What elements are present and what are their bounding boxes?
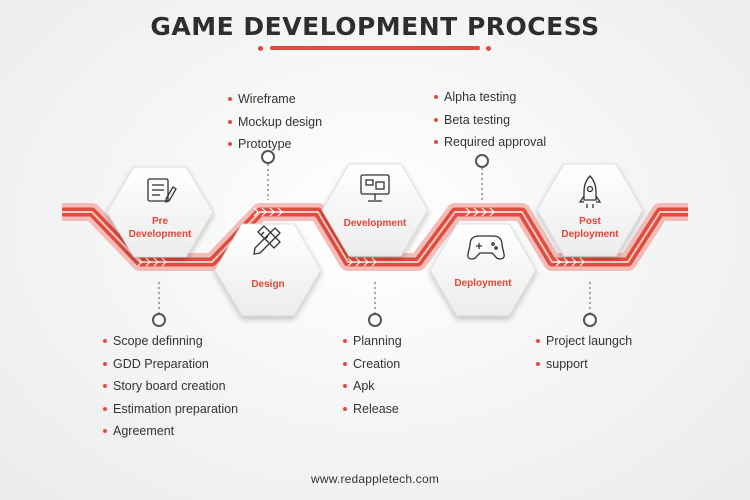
list-item: Scope definning bbox=[103, 330, 238, 353]
process-path bbox=[62, 203, 688, 271]
list-item: Mockup design bbox=[228, 111, 322, 134]
development-tasks: Planning Creation Apk Release bbox=[343, 330, 402, 420]
title-underline bbox=[270, 46, 480, 50]
pre-development-tasks: Scope definning GDD Preparation Story bo… bbox=[103, 330, 238, 443]
stage-label-development: Development bbox=[330, 217, 420, 230]
stage-label-deployment: Deployment bbox=[438, 277, 528, 290]
title-underline-dot-right bbox=[486, 46, 491, 51]
list-item: support bbox=[536, 353, 632, 376]
path-arrows-2 bbox=[253, 207, 283, 217]
list-item: Release bbox=[343, 398, 402, 421]
path-arrows-4 bbox=[465, 207, 495, 217]
list-item: Wireframe bbox=[228, 88, 322, 111]
stage-label-post-deployment: Post Deployment bbox=[545, 215, 635, 241]
page-title: GAME DEVELOPMENT PROCESS bbox=[150, 12, 600, 41]
stage-label-line: Deployment bbox=[561, 229, 619, 240]
stage-label-line: Deployment bbox=[454, 278, 512, 289]
list-item: Planning bbox=[343, 330, 402, 353]
title-underline-dot-left bbox=[258, 46, 263, 51]
deployment-tasks: Alpha testing Beta testing Required appr… bbox=[434, 86, 546, 154]
pencil-ruler-icon bbox=[253, 225, 281, 255]
list-item: Creation bbox=[343, 353, 402, 376]
hexagon-pre-development bbox=[106, 166, 214, 258]
stage-label-design: Design bbox=[223, 278, 313, 291]
list-item: Alpha testing bbox=[434, 86, 546, 109]
stage-label-line: Development bbox=[128, 229, 192, 240]
website-link[interactable]: www.redappletech.com bbox=[310, 472, 440, 486]
path-arrows-1 bbox=[137, 257, 167, 267]
list-item: Required approval bbox=[434, 131, 546, 154]
stage-label-line: Post bbox=[579, 216, 601, 227]
rocket-icon bbox=[578, 175, 602, 208]
stage-label-pre-development: Pre Development bbox=[115, 215, 205, 241]
post-deployment-tasks: Project laungch support bbox=[536, 330, 632, 375]
list-item: Apk bbox=[343, 375, 402, 398]
list-item: Beta testing bbox=[434, 109, 546, 132]
hexagon-post-deployment bbox=[536, 163, 644, 257]
hexagon-design bbox=[214, 223, 322, 317]
list-item: Prototype bbox=[228, 133, 322, 156]
list-item: Estimation preparation bbox=[103, 398, 238, 421]
stage-label-line: Development bbox=[343, 218, 407, 229]
stage-label-line: Pre bbox=[151, 216, 169, 227]
path-arrows-3 bbox=[347, 257, 377, 267]
gamepad-icon bbox=[467, 235, 505, 260]
list-item: Project laungch bbox=[536, 330, 632, 353]
connectors bbox=[158, 164, 591, 313]
hexagon-development bbox=[321, 163, 429, 257]
list-item: Agreement bbox=[103, 420, 238, 443]
stage-label-line: Design bbox=[251, 279, 285, 290]
document-list-icon bbox=[147, 178, 177, 203]
connector-dots bbox=[152, 150, 597, 327]
monitor-icon bbox=[360, 174, 390, 202]
design-tasks: Wireframe Mockup design Prototype bbox=[228, 88, 322, 156]
list-item: GDD Preparation bbox=[103, 353, 238, 376]
list-item: Story board creation bbox=[103, 375, 238, 398]
path-arrows-5 bbox=[555, 257, 585, 267]
hexagon-deployment bbox=[429, 223, 537, 317]
